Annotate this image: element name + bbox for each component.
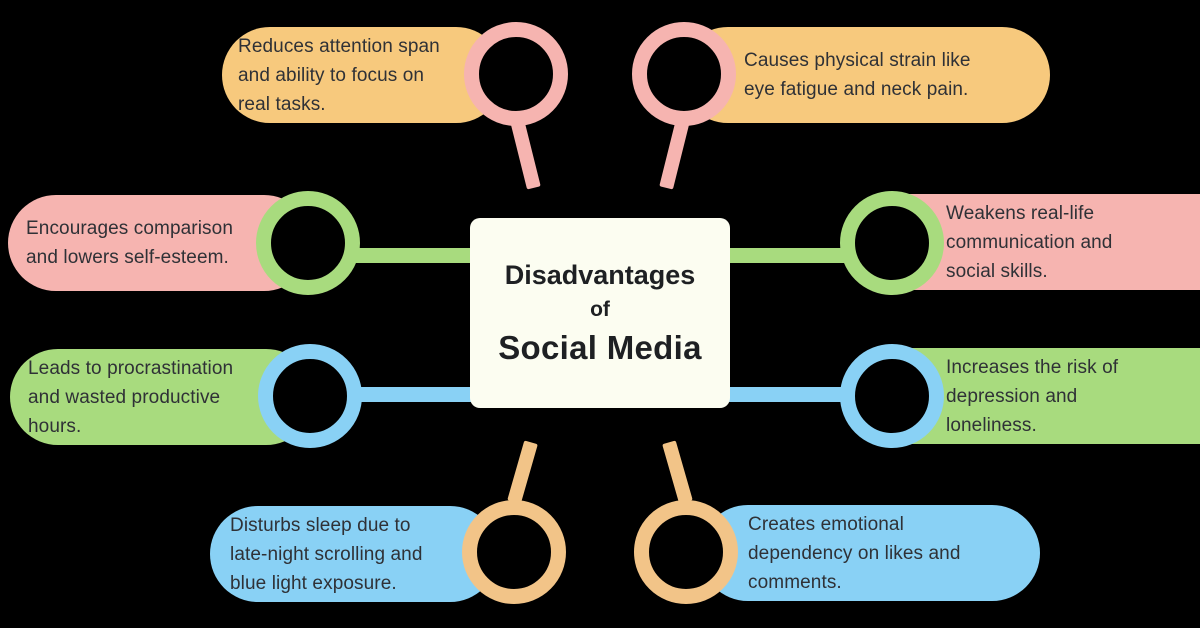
- magnifier-ring-icon-left-upper: [256, 191, 360, 295]
- connector-line-right-upper: [728, 248, 850, 263]
- magnifier-ring-icon-bottom-left: [462, 500, 566, 604]
- magnifier-ring-icon-right-upper: [840, 191, 944, 295]
- branch-pill-emotional-dependency: Creates emotional dependency on likes an…: [700, 505, 1040, 601]
- branch-text: Reduces attention span and ability to fo…: [238, 35, 440, 115]
- central-topic-line1: Disadvantages: [504, 259, 696, 290]
- connector-line-left-upper: [350, 248, 472, 263]
- central-topic-line2: of: [590, 297, 610, 321]
- branch-text: Disturbs sleep due to late-night scrolli…: [230, 514, 423, 594]
- central-topic-line3: Social Media: [498, 328, 702, 366]
- magnifier-ring-icon-top-left: [464, 22, 568, 126]
- central-topic-card: Disadvantages of Social Media: [470, 218, 730, 408]
- branch-pill-physical-strain: Causes physical strain like eye fatigue …: [680, 27, 1050, 123]
- branch-pill-disturbs-sleep: Disturbs sleep due to late-night scrolli…: [210, 506, 498, 602]
- branch-text: Leads to procrastination and wasted prod…: [28, 357, 234, 437]
- magnifier-ring-icon-bottom-right: [634, 500, 738, 604]
- magnifier-ring-icon-left-lower: [258, 344, 362, 448]
- branch-text: Increases the risk of depression and lon…: [946, 356, 1119, 436]
- branch-text: Causes physical strain like eye fatigue …: [744, 50, 971, 100]
- connector-line-left-lower: [350, 387, 472, 402]
- magnifier-ring-icon-top-right: [632, 22, 736, 126]
- branch-text: Creates emotional dependency on likes an…: [748, 513, 961, 593]
- connector-stick-bottom-left: [507, 440, 538, 504]
- connector-line-right-lower: [728, 387, 850, 402]
- connector-stick-bottom-right: [662, 440, 693, 504]
- magnifier-ring-icon-right-lower: [840, 344, 944, 448]
- branch-text: Encourages comparison and lowers self-es…: [26, 218, 233, 268]
- branch-text: Weakens real-life communication and soci…: [946, 202, 1113, 282]
- branch-pill-reduces-attention: Reduces attention span and ability to fo…: [222, 27, 504, 123]
